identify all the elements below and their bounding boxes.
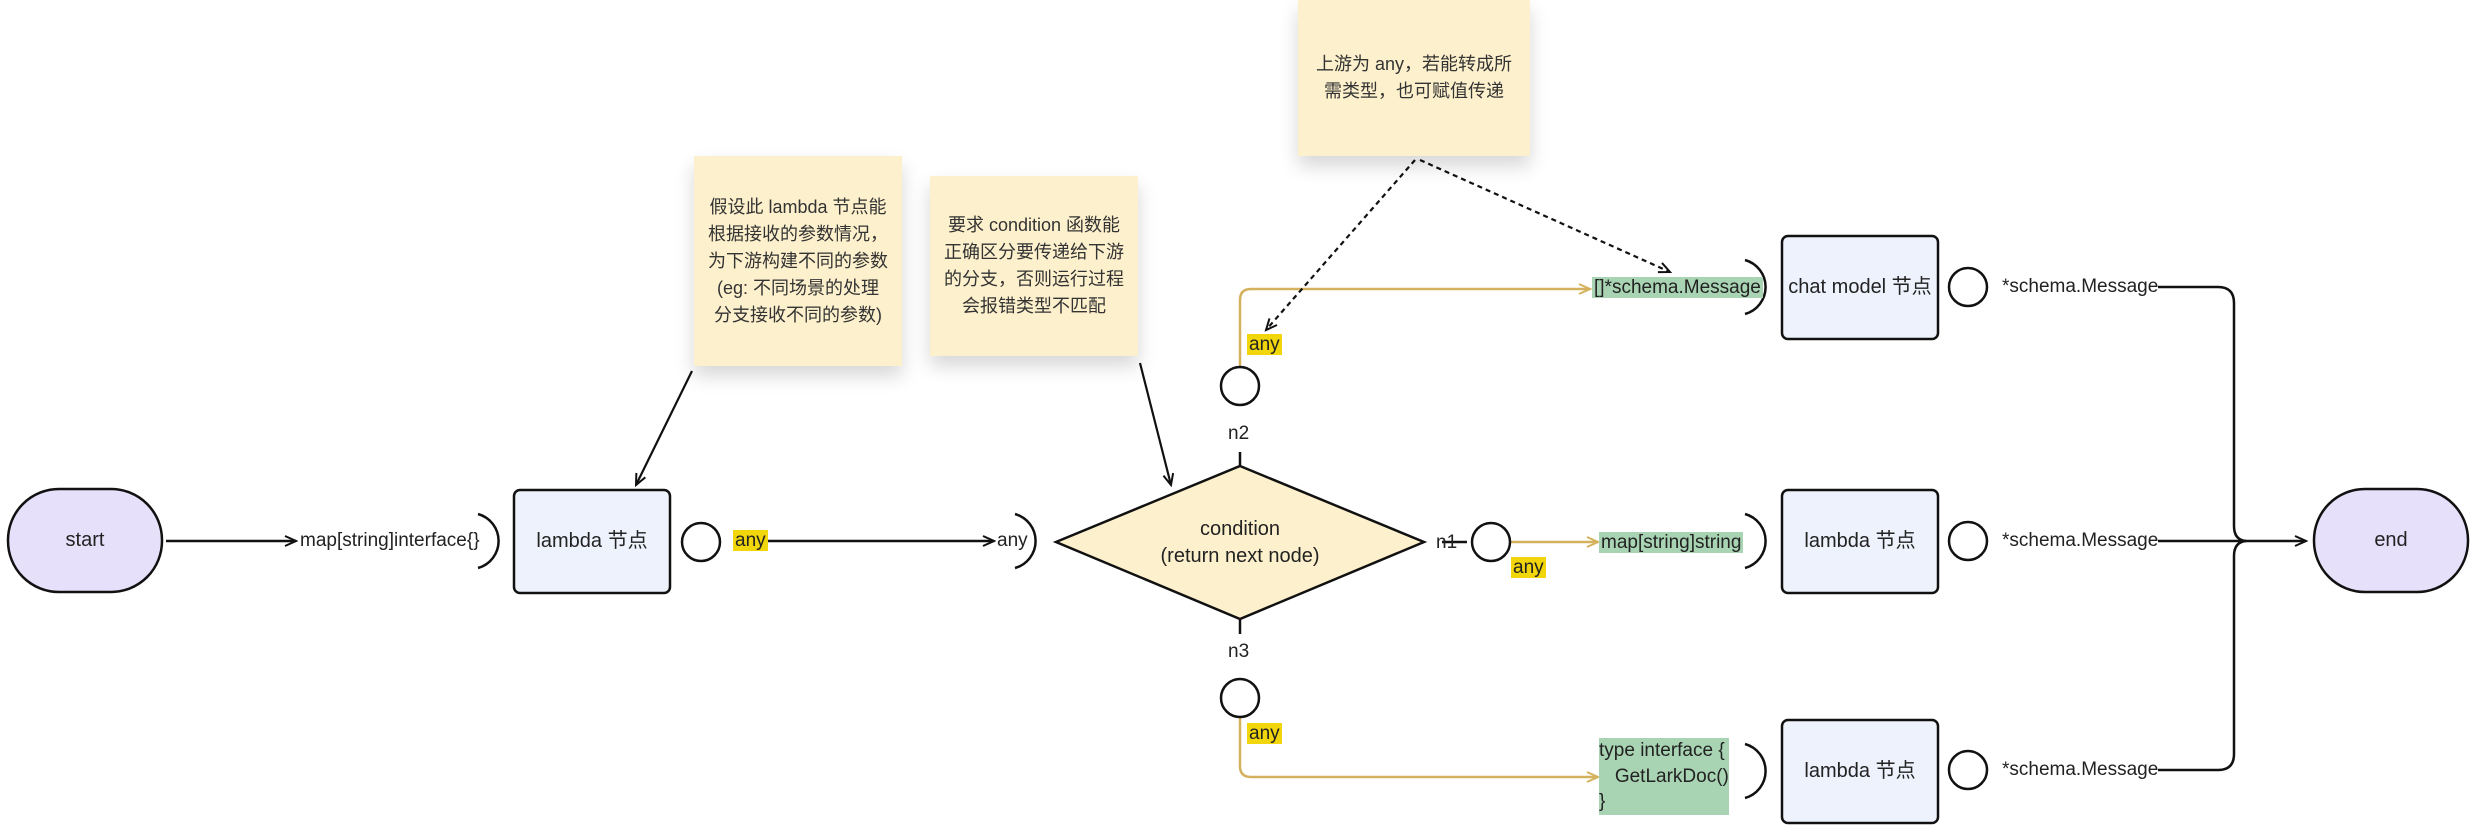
lambda-n3-input-port: [1744, 742, 1767, 800]
branch-label-n1: n1: [1436, 532, 1458, 553]
note-connector-condition: [1138, 362, 1171, 485]
lambda-n1-input-port: [1744, 512, 1767, 570]
lambda-n3-label: lambda 节点: [1804, 760, 1916, 782]
start-node[interactable]: [6, 487, 164, 594]
edge-lambda-n3-out-to-end: [2158, 539, 2247, 772]
condition-node[interactable]: [1052, 464, 1428, 621]
condition-label-line1: condition: [1199, 518, 1281, 540]
lambda-n1-output-type: *schema.Message: [2002, 530, 2159, 551]
note-connector-lambda: [636, 370, 693, 485]
end-node[interactable]: [2312, 487, 2470, 594]
n2-type: any: [1247, 334, 1282, 355]
branch-label-n2: n2: [1228, 423, 1250, 444]
note-connector-any-left: [1266, 159, 1416, 330]
lambda-label: lambda 节点: [536, 530, 648, 552]
condition-input-type: any: [997, 530, 1028, 551]
lambda-n3-output-port: [1947, 749, 1989, 791]
lambda-n3-output-type: *schema.Message: [2002, 759, 2159, 780]
edge-chat-out-to-end: [2158, 285, 2247, 543]
n1-output-port: [1470, 521, 1512, 563]
chat-model-input-type: []*schema.Message: [1592, 277, 1763, 298]
chat-model-output-type: *schema.Message: [2002, 276, 2159, 297]
condition-input-port: [1014, 512, 1037, 570]
note-condition: 要求 condition 函数能正确区分要传递给下游的分支，否则运行过程会报错类…: [930, 176, 1138, 356]
note-connector-any-right: [1419, 158, 1670, 272]
lambda-n3-input-type: type interface { GetLarkDoc() }: [1599, 738, 1729, 815]
n2-output-port: [1219, 365, 1261, 407]
edge-n3-to-lambda: [1238, 717, 1598, 777]
lambda-n1-input-type: map[string]string: [1599, 532, 1744, 553]
note-any: 上游为 any，若能转成所需类型，也可赋值传递: [1298, 0, 1530, 156]
condition-label-line2: (return next node): [1160, 545, 1320, 567]
lambda-node-n3[interactable]: [1780, 718, 1940, 825]
lambda-input-port: [477, 512, 500, 570]
lambda-output-type: any: [733, 530, 768, 551]
condition-label: condition (return next node): [1100, 505, 1380, 581]
n1-type: any: [1511, 557, 1546, 578]
lambda-node-n1[interactable]: [1780, 488, 1940, 595]
lambda-output-port: [680, 521, 722, 563]
start-output-type: map[string]interface{}: [300, 530, 480, 551]
n3-output-port: [1219, 677, 1261, 719]
n3-type: any: [1247, 723, 1282, 744]
chat-model-output-port: [1947, 266, 1989, 308]
edge-n2-to-chat-model: [1238, 289, 1590, 368]
start-label: start: [65, 529, 105, 551]
chat-model-input-port: [1744, 258, 1767, 316]
end-label: end: [2374, 529, 2408, 551]
chat-model-label: chat model 节点: [1788, 276, 1932, 298]
lambda-n1-output-port: [1947, 520, 1989, 562]
chat-model-node[interactable]: [1780, 234, 1940, 341]
branch-label-n3: n3: [1228, 641, 1250, 662]
lambda-n1-label: lambda 节点: [1804, 530, 1916, 552]
note-lambda: 假设此 lambda 节点能根据接收的参数情况，为下游构建不同的参数 (eg: …: [694, 156, 902, 366]
lambda-node[interactable]: [512, 488, 672, 595]
